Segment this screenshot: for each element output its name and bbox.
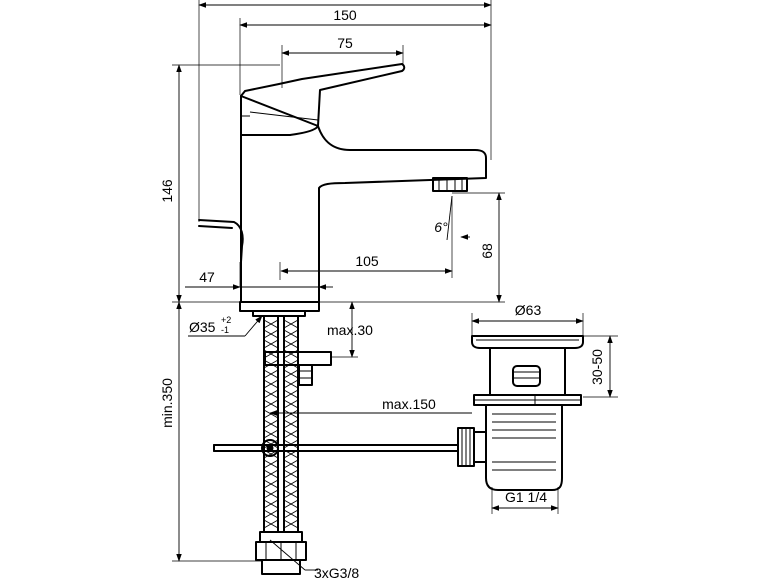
aerator — [432, 177, 468, 192]
faucet-body — [240, 95, 487, 303]
drain-lift-rod — [198, 219, 244, 263]
label-lever-length: 75 — [337, 35, 353, 51]
label-spout-projection: 105 — [355, 253, 379, 269]
label-waste-thread: G1 1/4 — [505, 489, 547, 505]
label-waste-height: 30-50 — [589, 349, 605, 385]
pull-rod — [213, 439, 459, 457]
label-width-overall: 150 — [333, 7, 357, 23]
dimension-labels: 150 75 146 105 68 47 6° Ø35 +2 -1 max.30… — [159, 7, 605, 578]
label-height: 146 — [159, 179, 175, 203]
pop-up-waste — [457, 335, 584, 491]
faucet-lever — [240, 63, 406, 127]
extension-lines — [172, 0, 618, 562]
label-hose-length: min.350 — [159, 378, 175, 428]
label-base-offset: 47 — [199, 269, 215, 285]
label-waste-diameter: Ø63 — [515, 302, 542, 318]
label-rod-length: max.150 — [382, 396, 436, 412]
deck-mounting — [239, 301, 332, 386]
label-spout-angle: 6° — [434, 219, 448, 235]
label-hole-diameter: Ø35 — [189, 319, 216, 335]
label-hole-tol-upper: +2 — [221, 315, 231, 325]
dimension-lines — [176, 2, 613, 571]
label-hose-connection: 3xG3/8 — [314, 565, 359, 578]
label-spout-clearance: 68 — [479, 243, 495, 259]
label-deck-thickness: max.30 — [327, 322, 373, 338]
supply-hoses — [255, 315, 307, 575]
label-hole-tol-lower: -1 — [221, 325, 229, 335]
